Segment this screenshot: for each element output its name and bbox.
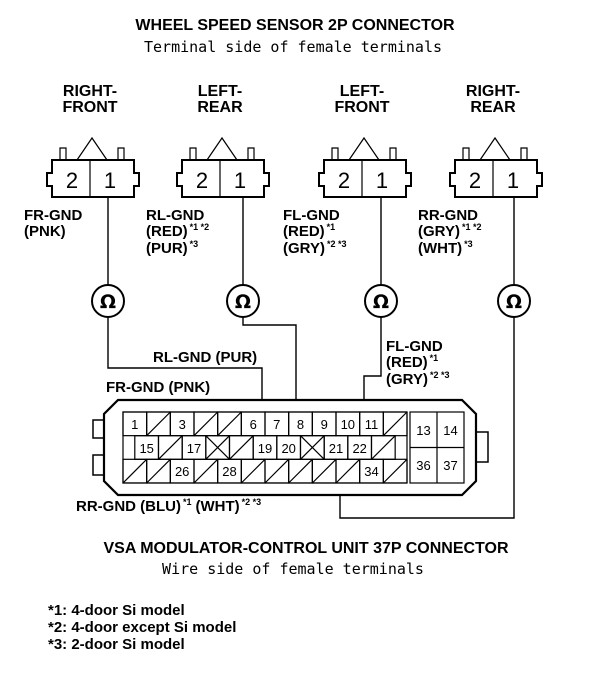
pin-28: 28 — [222, 464, 236, 479]
wire-label-line3: (PUR)*3 — [146, 239, 198, 257]
vsa-37p-connector: 1 3 6 7 8 9 10 11 — [92, 398, 489, 497]
sensor-position-line1: RIGHT- — [63, 83, 117, 100]
ohm-icon: Ω — [506, 291, 522, 313]
pin-13: 13 — [416, 423, 430, 438]
wire-label-line2: (RED)*1 *2 — [146, 222, 209, 240]
footnote-ref: *2 *3 — [430, 370, 450, 380]
pin-9: 9 — [321, 417, 328, 432]
bottom-title: VSA MODULATOR-CONTROL UNIT 37P CONNECTOR — [103, 540, 509, 557]
ohmmeter-right-rear: Ω — [497, 284, 531, 318]
wire-rl-gnd — [242, 197, 297, 415]
sensor-right-front: RIGHT- FRONT 2 1 FR-GND (PNK) — [24, 83, 140, 240]
pin-14: 14 — [443, 423, 457, 438]
wire-label-rl-gnd: RL-GND (PUR) — [153, 349, 257, 366]
terminal-2: 2 — [66, 168, 78, 193]
footnote-ref: *2 *3 — [242, 497, 262, 507]
pin-7: 7 — [273, 417, 280, 432]
pin-6: 6 — [250, 417, 257, 432]
terminal-2: 2 — [196, 168, 208, 193]
footnote-ref: *1 — [430, 353, 439, 363]
wires — [107, 197, 515, 519]
sensor-connector: 2 1 — [318, 136, 412, 198]
pin-8: 8 — [297, 417, 304, 432]
footnote-ref: *1 *2 — [190, 222, 210, 232]
sensor-position-line1: RIGHT- — [466, 83, 520, 100]
sensor-position-line2: REAR — [470, 99, 516, 116]
wire-label-fr-gnd: FR-GND (PNK) — [106, 379, 210, 396]
pin-11: 11 — [365, 417, 379, 432]
pin-19: 19 — [258, 441, 272, 456]
wire-label-line2: (PNK) — [24, 223, 66, 240]
sensor-right-rear: RIGHT- REAR 2 1 RR-GND (GRY)*1 *2 (WHT)*… — [418, 83, 543, 257]
pin-1: 1 — [131, 417, 138, 432]
wire-label-line3: (GRY)*2 *3 — [283, 239, 346, 257]
top-title: WHEEL SPEED SENSOR 2P CONNECTOR — [135, 17, 455, 34]
footnote-1: *1: 4-door Si model — [48, 602, 185, 619]
wire-label-fl-gnd-line1: FL-GND — [386, 338, 443, 355]
footnote-ref: *1 — [183, 497, 192, 507]
terminal-2: 2 — [338, 168, 350, 193]
pin-15: 15 — [139, 441, 153, 456]
connector-row-3: 26 28 34 — [122, 458, 408, 484]
sensor-connector: 2 1 — [176, 136, 270, 198]
footnote-ref: *1 — [327, 222, 336, 232]
pin-37: 37 — [443, 458, 457, 473]
pin-22: 22 — [352, 441, 366, 456]
wire-fl-gnd — [363, 197, 382, 415]
connector-right-block: 13 14 36 37 — [410, 412, 464, 483]
pin-10: 10 — [341, 417, 355, 432]
ohm-icon: Ω — [100, 291, 116, 313]
terminal-1: 1 — [507, 168, 519, 193]
wire-label-line1: RL-GND — [146, 207, 204, 224]
pin-26: 26 — [175, 464, 189, 479]
footnote-ref: *1 *2 — [462, 222, 482, 232]
wire-label-line2: (RED)*1 — [283, 222, 335, 240]
wire-label-line2: (GRY)*1 *2 — [418, 222, 481, 240]
ohmmeter-left-front: Ω — [364, 284, 398, 318]
wire-label-line3: (WHT)*3 — [418, 239, 473, 257]
sensor-position-line2: FRONT — [62, 99, 117, 116]
wire-label-fl-gnd-line2: (RED)*1 — [386, 353, 438, 371]
sensor-connector: 2 1 — [449, 136, 543, 198]
pin-3: 3 — [179, 417, 186, 432]
pin-36: 36 — [416, 458, 430, 473]
sensor-connector: 2 1 — [46, 136, 140, 198]
wire-label-fl-gnd-line3: (GRY)*2 *3 — [386, 370, 449, 388]
wire-label-line1: RR-GND — [418, 207, 478, 224]
ohmmeter-right-front: Ω — [91, 284, 125, 318]
wire-label-line1: FL-GND — [283, 207, 340, 224]
footnote-ref: *3 — [464, 239, 473, 249]
pin-17: 17 — [187, 441, 201, 456]
ohm-icon: Ω — [373, 291, 389, 313]
terminal-1: 1 — [234, 168, 246, 193]
sensor-left-rear: LEFT- REAR 2 1 RL-GND (RED)*1 *2 (PUR)*3 — [146, 83, 270, 257]
terminal-1: 1 — [376, 168, 388, 193]
pin-34: 34 — [364, 464, 378, 479]
footnote-ref: *3 — [190, 239, 199, 249]
wire-label-line1: FR-GND — [24, 207, 82, 224]
wire-fr-gnd — [107, 197, 263, 415]
sensor-position-line2: FRONT — [334, 99, 389, 116]
sensor-position-line1: LEFT- — [198, 83, 242, 100]
terminal-1: 1 — [104, 168, 116, 193]
wire-label-rr-gnd: RR-GND (BLU)*1(WHT)*2 *3 — [76, 497, 261, 515]
pin-21: 21 — [329, 441, 343, 456]
sensor-position-line2: REAR — [197, 99, 243, 116]
ohmmeter-left-rear: Ω — [226, 284, 260, 318]
terminal-2: 2 — [469, 168, 481, 193]
footnote-3: *3: 2-door Si model — [48, 636, 185, 653]
bottom-subtitle: Wire side of female terminals — [162, 560, 424, 578]
footnote-ref: *2 *3 — [327, 239, 347, 249]
footnote-2: *2: 4-door except Si model — [48, 619, 236, 636]
footnotes: *1: 4-door Si model *2: 4-door except Si… — [48, 602, 236, 653]
sensor-position-line1: LEFT- — [340, 83, 384, 100]
top-subtitle: Terminal side of female terminals — [144, 38, 442, 56]
ohm-icon: Ω — [235, 291, 251, 313]
pin-20: 20 — [281, 441, 295, 456]
sensor-left-front: LEFT- FRONT 2 1 FL-GND (RED)*1 (GRY)*2 *… — [283, 83, 412, 257]
